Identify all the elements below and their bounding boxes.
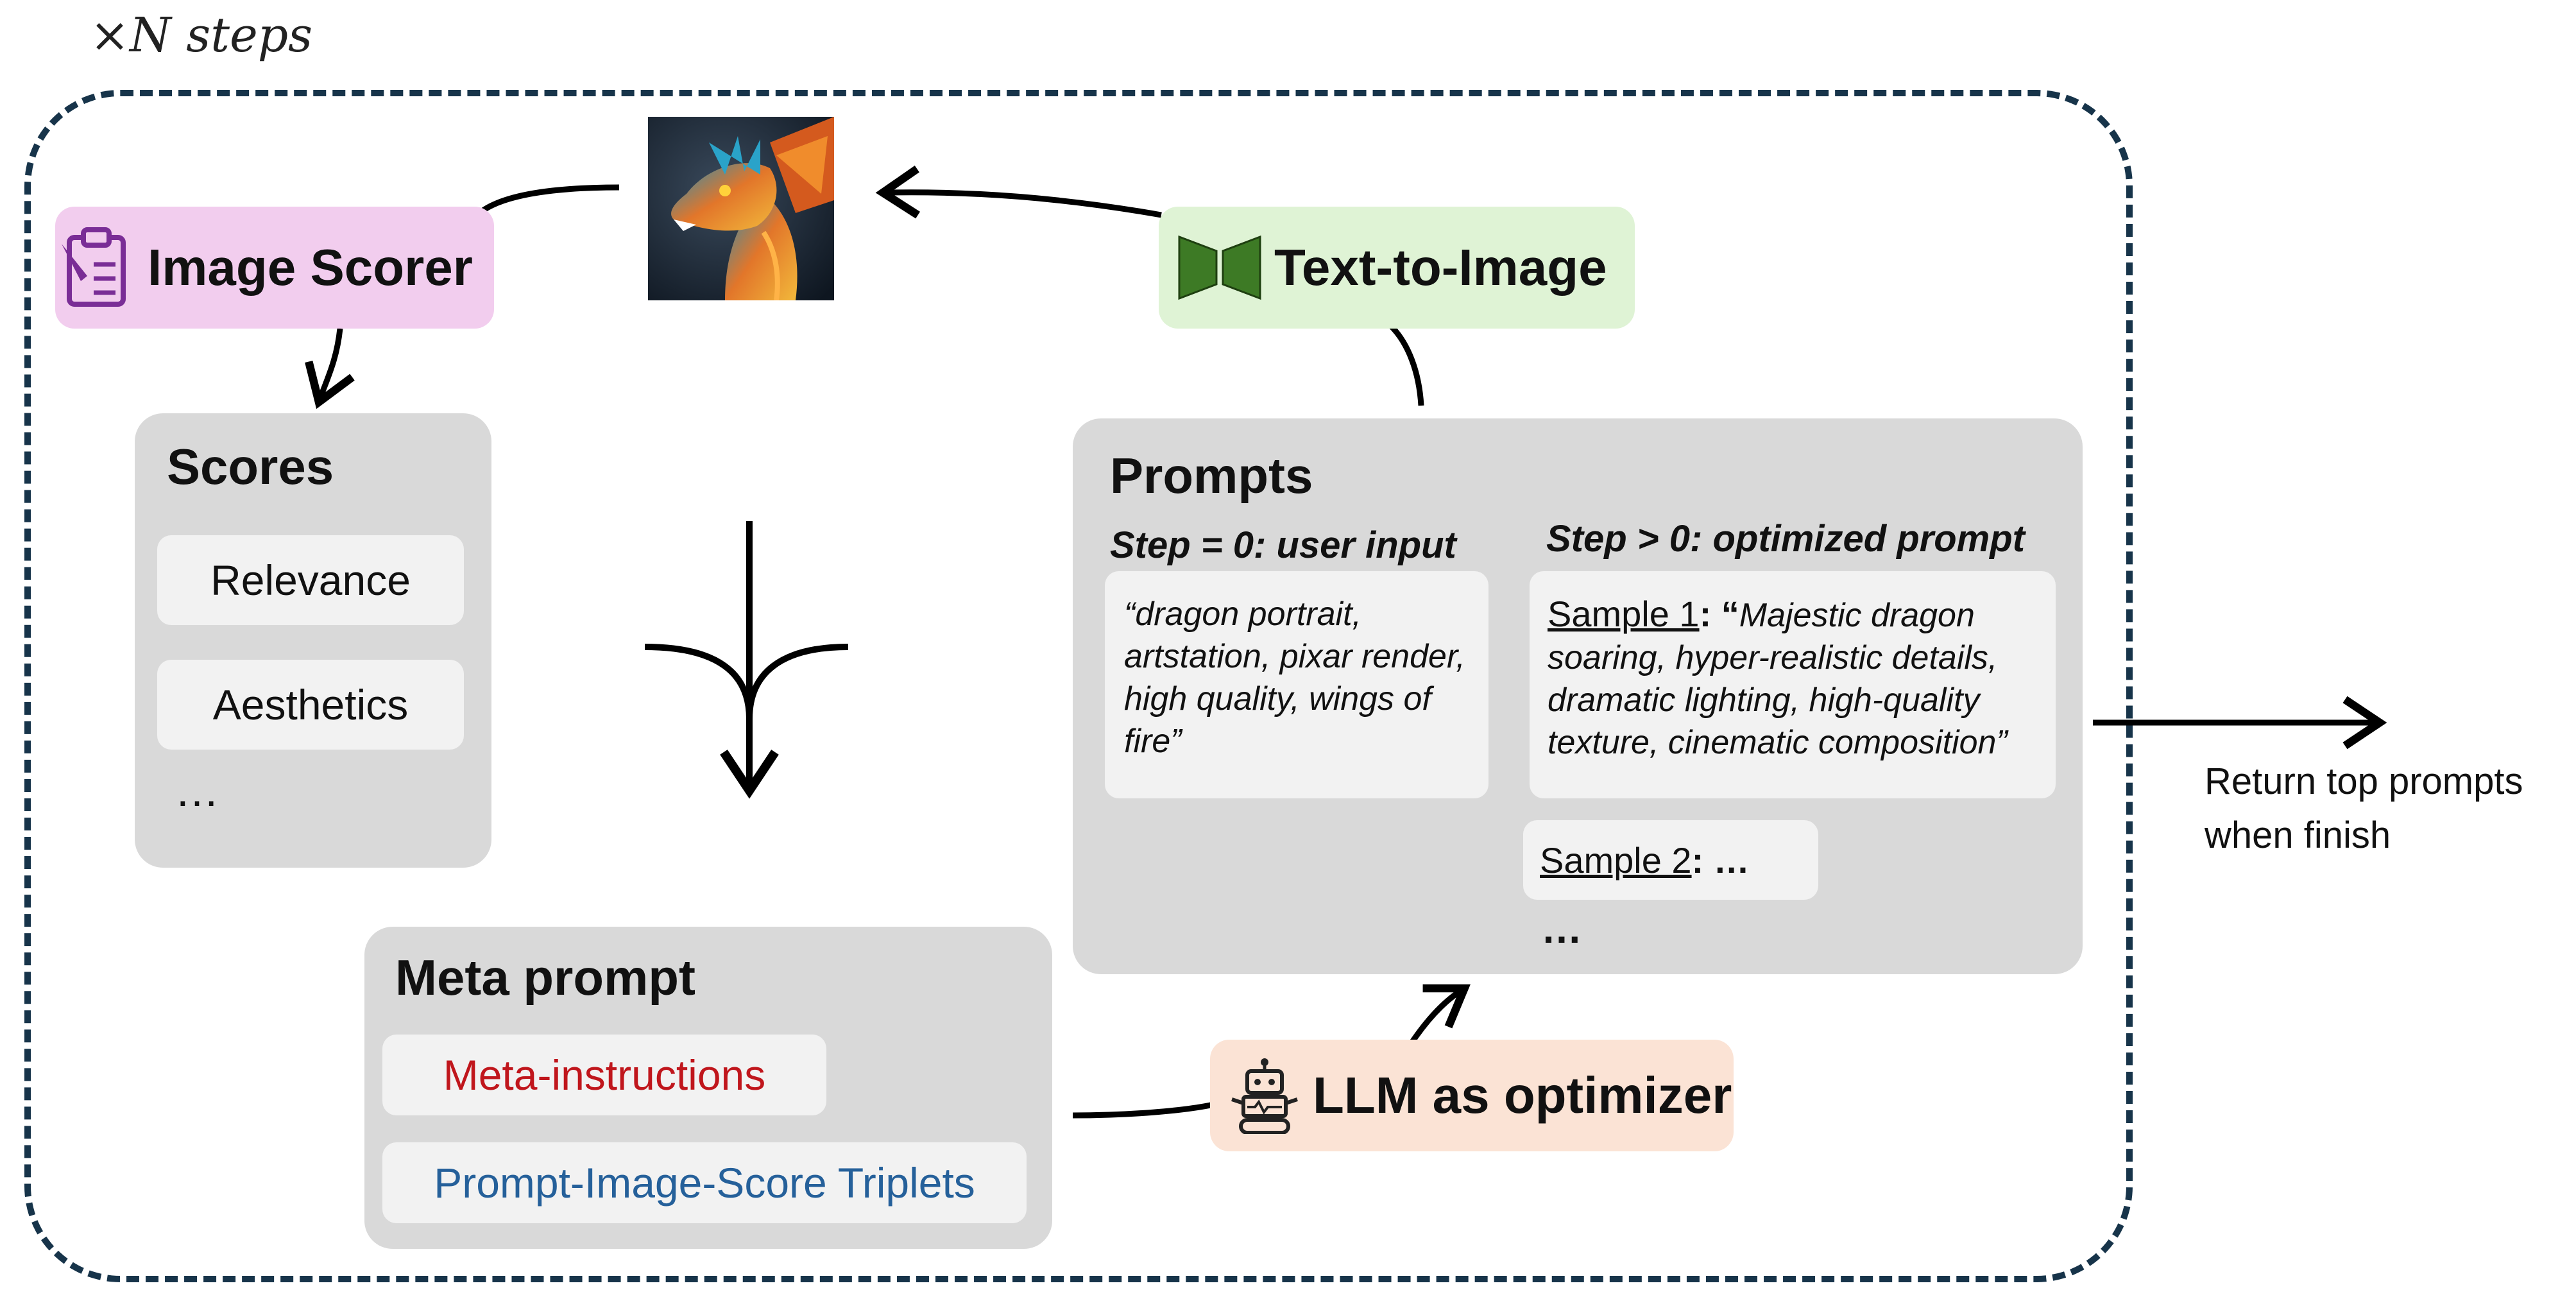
step0-heading: Step = 0: user input	[1110, 524, 1456, 566]
scores-title: Scores	[167, 438, 334, 495]
score-chip-relevance: Relevance	[157, 535, 464, 625]
text-to-image-label: Text-to-Image	[1274, 239, 1607, 296]
bowtie-icon	[1178, 235, 1261, 300]
arrow-meta-to-llm	[1072, 1099, 1224, 1119]
meta-prompt-panel: Meta prompt Meta-instructions Prompt-Ima…	[364, 927, 1052, 1249]
robot-icon	[1229, 1057, 1300, 1135]
step0-prompt-text: “dragon portrait, artstation, pixar rend…	[1124, 596, 1465, 760]
stepn-heading: Step > 0: optimized prompt	[1546, 518, 2025, 560]
sample1-text: Majestic dragon soaring, hyper-realistic…	[1548, 597, 2008, 761]
score-chip-label: Aesthetics	[212, 681, 409, 728]
meta-instructions-label: Meta-instructions	[443, 1051, 766, 1099]
sample1-colon: : “	[1699, 594, 1739, 634]
sample2-label: Sample 2	[1540, 839, 1692, 881]
sample2-rest: : …	[1691, 839, 1750, 881]
sample2-chip: Sample 2: …	[1523, 820, 1818, 900]
output-line-2: when finish	[2205, 814, 2391, 856]
sample1-chip: Sample 1: “Majestic dragon soaring, hype…	[1530, 571, 2056, 798]
generated-dragon-image	[648, 117, 834, 300]
merge-arrow	[644, 521, 849, 799]
triplets-label: Prompt-Image-Score Triplets	[434, 1159, 975, 1207]
arrow-t2i-to-image	[875, 166, 1162, 219]
score-chip-aesthetics: Aesthetics	[157, 660, 464, 750]
llm-optimizer-tag: LLM as optimizer	[1210, 1040, 1734, 1151]
arrow-scorer-to-scores	[305, 328, 355, 409]
arrow-llm-to-prompts	[1408, 984, 1471, 1047]
output-text: Return top prompts when finish	[2205, 755, 2523, 863]
output-line-1: Return top prompts	[2205, 760, 2523, 802]
arrow-prompts-to-t2i	[1388, 323, 1424, 406]
text-to-image-tag: Text-to-Image	[1159, 207, 1635, 329]
image-scorer-label: Image Scorer	[148, 239, 473, 296]
image-scorer-tag: Image Scorer	[55, 207, 494, 329]
prompts-title: Prompts	[1110, 447, 1313, 504]
meta-instructions-chip: Meta-instructions	[382, 1035, 826, 1115]
step0-prompt-chip: “dragon portrait, artstation, pixar rend…	[1105, 571, 1488, 798]
llm-optimizer-label: LLM as optimizer	[1313, 1067, 1732, 1124]
arrow-image-to-scorer	[479, 184, 620, 214]
meta-prompt-title: Meta prompt	[395, 949, 695, 1006]
score-chip-label: Relevance	[210, 556, 411, 604]
clipboard-icon	[62, 226, 132, 309]
steps-label: ×N steps	[90, 8, 313, 63]
scores-panel: Scores Relevance Aesthetics …	[135, 413, 491, 868]
prompts-ellipsis: …	[1541, 906, 1582, 952]
sample1-label: Sample 1	[1548, 594, 1700, 634]
prompts-panel: Prompts Step = 0: user input Step > 0: o…	[1073, 418, 2083, 974]
triplets-chip: Prompt-Image-Score Triplets	[382, 1142, 1027, 1223]
scores-ellipsis: …	[175, 766, 219, 816]
loop-frame	[24, 90, 2133, 1282]
